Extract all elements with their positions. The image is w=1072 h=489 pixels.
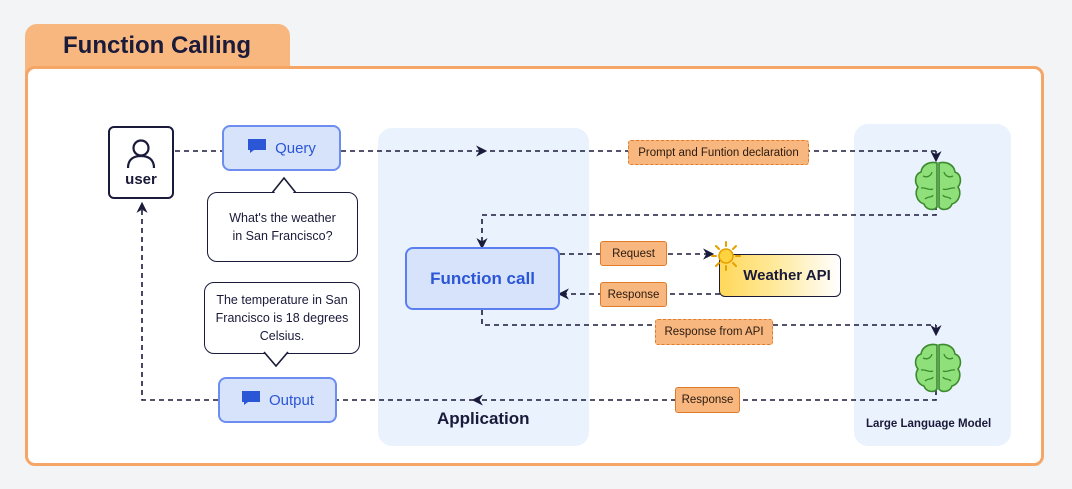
- api-response-tag: Response: [600, 282, 667, 307]
- brain-icon: [913, 160, 963, 217]
- query-bubble-line: What's the weather: [229, 211, 336, 225]
- final-response-tag: Response: [675, 387, 740, 413]
- application-label: Application: [437, 409, 530, 428]
- user-node: user: [108, 126, 174, 199]
- query-node: Query: [222, 125, 341, 171]
- query-bubble-line: in San Francisco?: [232, 229, 333, 243]
- edge-response-from-api: [481, 310, 936, 326]
- output-bubble-line: Celsius.: [259, 329, 305, 343]
- weather-api-label: Weather API: [743, 267, 831, 284]
- query-bubble: What's the weather in San Francisco?: [207, 192, 358, 262]
- request-tag: Request: [600, 241, 667, 266]
- response-from-api-tag: Response from API: [655, 319, 773, 345]
- edge-output-user: [136, 201, 218, 401]
- edge-llm-to-function: [476, 205, 937, 250]
- output-bubble: The temperature in San Francisco is 18 d…: [204, 282, 360, 354]
- output-node: Output: [218, 377, 337, 423]
- function-call-node: Function call: [405, 247, 560, 310]
- llm-label: Large Language Model: [866, 418, 992, 430]
- chat-icon: [247, 138, 267, 158]
- diagram-title: Function Calling: [63, 32, 251, 59]
- edge-final-response: [471, 390, 937, 406]
- query-label: Query: [275, 139, 316, 157]
- sun-icon: [710, 240, 742, 277]
- output-bubble-line: Francisco is 18 degrees: [215, 311, 349, 325]
- weather-api-node: Weather API: [719, 254, 841, 297]
- user-label: user: [125, 170, 157, 188]
- output-label: Output: [268, 391, 315, 409]
- chat-icon: [241, 390, 261, 410]
- person-icon: [124, 138, 158, 173]
- brain-icon: [913, 342, 963, 399]
- output-bubble-line: The temperature in San: [216, 293, 348, 307]
- prompt-declaration-tag: Prompt and Funtion declaration: [628, 140, 809, 165]
